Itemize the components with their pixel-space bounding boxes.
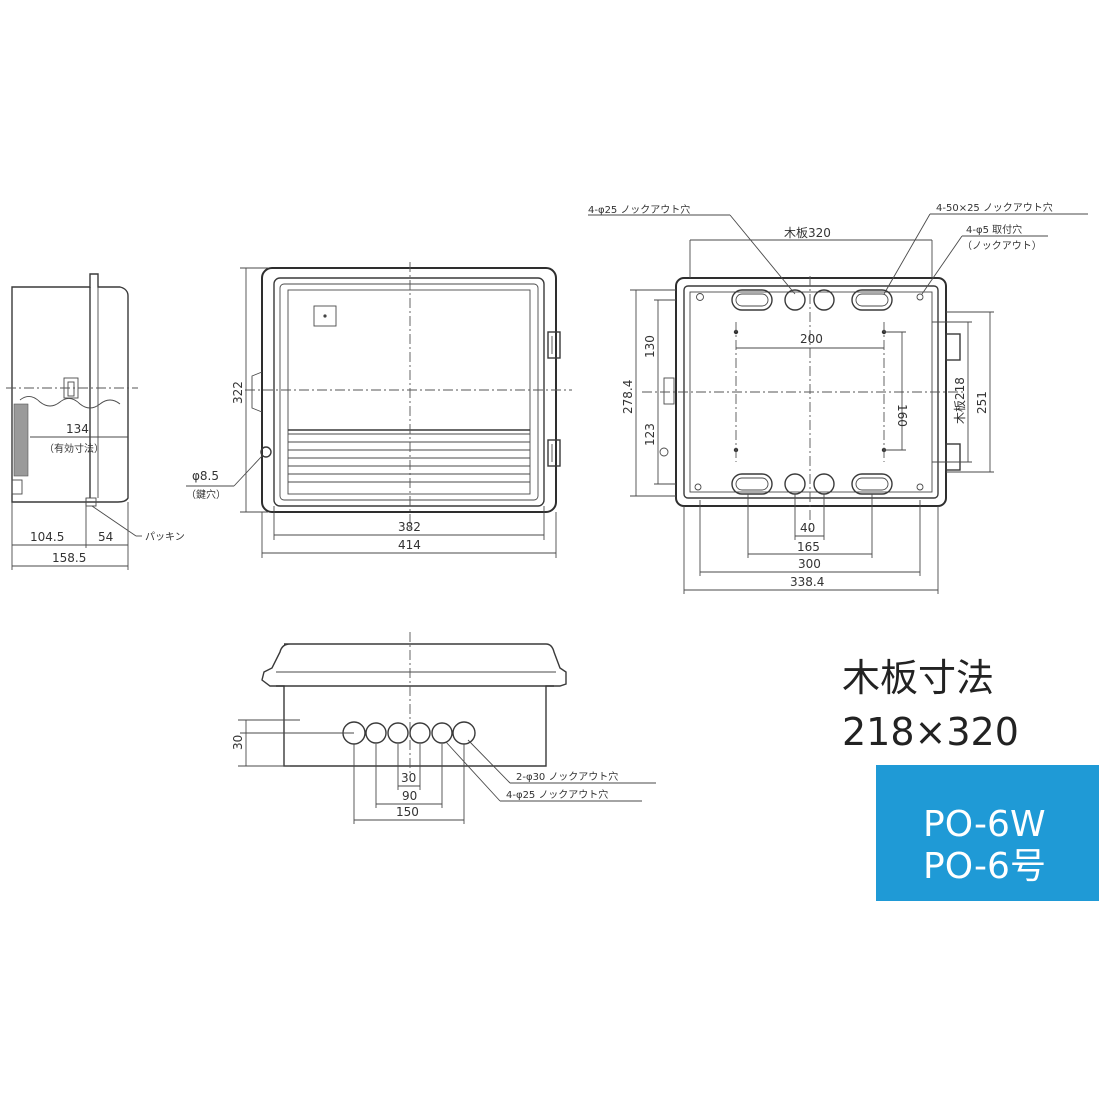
left-height-dim: 278.4 <box>621 380 635 414</box>
hole-gap-165-dim: 165 <box>797 540 820 554</box>
bottom-knockouts <box>342 721 476 745</box>
effective-width-dim: 134 <box>66 422 89 436</box>
depth-total-dim: 158.5 <box>52 551 86 565</box>
pitch-h-dim: 200 <box>800 332 823 346</box>
width-338-dim: 338.4 <box>790 575 824 589</box>
front-louvers <box>288 429 530 483</box>
mount-hole-label: 4-φ5 取付穴 <box>966 223 1022 236</box>
key-hole-icon <box>260 446 272 458</box>
side-hatch <box>13 403 29 477</box>
back-knockouts-bottom <box>731 473 893 495</box>
knockout-50x25-label: 4-50×25 ノックアウト穴 <box>936 201 1053 214</box>
model-name-1: PO-6W <box>923 804 1046 845</box>
front-view: 322 382 414 φ8.5 （鍵穴） <box>186 262 572 558</box>
bottom-knockout-25-label: 4-φ25 ノックアウト穴 <box>506 788 608 801</box>
back-view: 木板320 4-φ25 ノックアウト穴 4-50×25 ノックアウト穴 4-φ5… <box>588 201 1088 594</box>
effective-note: （有効寸法） <box>44 442 104 455</box>
bottom-knockout-30-label: 2-φ30 ノックアウト穴 <box>516 770 618 783</box>
gasket-label: パッキン <box>145 531 185 543</box>
model-badge: PO-6W PO-6号 <box>876 765 1099 901</box>
side-view: 134 （有効寸法） 104.5 54 158.5 パッキン <box>6 273 185 570</box>
back-knockouts-top <box>731 289 893 311</box>
bottom-pitch-90-dim: 90 <box>402 789 417 803</box>
bottom-pitch-150-dim: 150 <box>396 805 419 819</box>
bottom-pitch-30-dim: 30 <box>401 771 416 785</box>
bottom-height-dim: 30 <box>231 735 245 750</box>
model-name-2: PO-6号 <box>923 846 1046 887</box>
board-height-dim: 木板218 <box>953 377 967 424</box>
front-height-dim: 322 <box>231 381 245 404</box>
hole-gap-40-dim: 40 <box>800 521 815 535</box>
top-part-dim: 130 <box>643 335 657 358</box>
depth-a-dim: 104.5 <box>30 530 64 544</box>
bottom-view: 30 30 90 150 2-φ30 ノックアウト穴 4-φ25 ノックアウト穴 <box>231 632 656 824</box>
key-hole-label: （鍵穴） <box>186 488 226 501</box>
right-height-dim: 251 <box>975 391 989 414</box>
board-size-value: 218×320 <box>842 710 1019 754</box>
knockout-25-label: 4-φ25 ノックアウト穴 <box>588 203 690 216</box>
pitch-v-dim: 160 <box>895 404 909 427</box>
front-inner-width-dim: 382 <box>398 520 421 534</box>
depth-b-dim: 54 <box>98 530 113 544</box>
board-width-dim: 木板320 <box>784 226 831 240</box>
bottom-part-dim: 123 <box>643 423 657 446</box>
width-300-dim: 300 <box>798 557 821 571</box>
front-outer-width-dim: 414 <box>398 538 421 552</box>
mount-hole-note: （ノックアウト） <box>962 240 1042 252</box>
key-hole-size: φ8.5 <box>192 469 219 483</box>
board-size-title: 木板寸法 <box>842 656 995 700</box>
